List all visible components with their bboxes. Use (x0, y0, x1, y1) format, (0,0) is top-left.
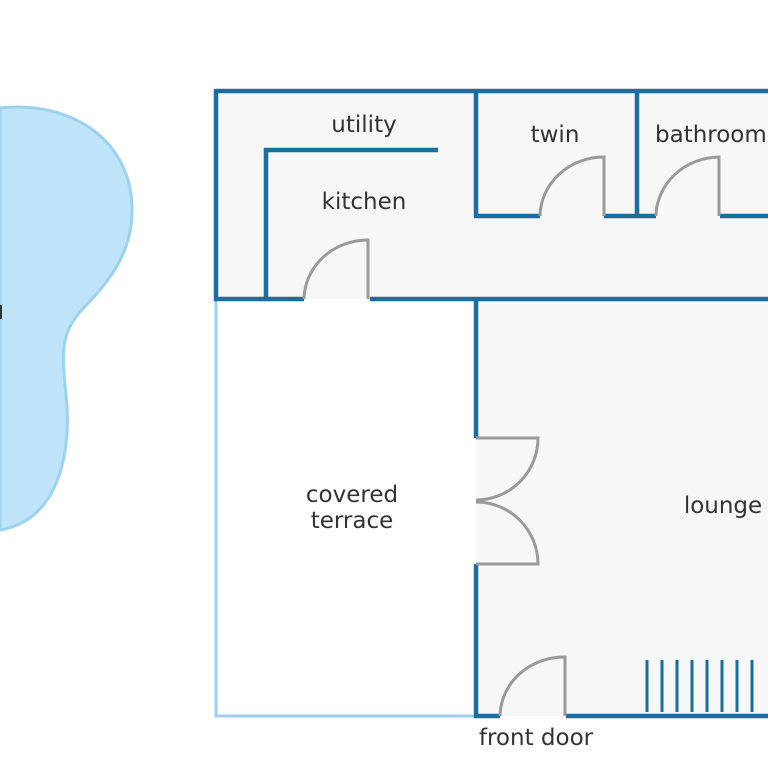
door-kitchen (302, 238, 370, 300)
room-label-lounge: lounge (684, 493, 762, 519)
label-front-door: front door (479, 725, 594, 751)
pool-shape (0, 105, 134, 532)
twin-right-wall (604, 91, 656, 219)
kitchen-left-wall (263, 147, 438, 299)
room-label-utility: utility (331, 112, 396, 138)
lounge-floor-area (476, 299, 768, 716)
room-label-terrace: terrace (311, 508, 394, 534)
door-swing-icon (654, 155, 721, 217)
covered-terrace-outline (214, 299, 476, 718)
room-label-covered: covered (306, 482, 398, 508)
upper-floor-area (216, 91, 768, 299)
door-twin (538, 155, 606, 217)
door-swing-icon (475, 500, 540, 566)
door-front (498, 655, 567, 717)
door-swing-icon (302, 238, 370, 300)
room-label-bathroom: bathroom (655, 122, 767, 148)
room-label-twin: twin (531, 122, 580, 148)
door-bathroom (654, 155, 721, 217)
stairs-icon (645, 660, 754, 712)
room-label-kitchen: kitchen (322, 189, 407, 215)
door-swing-icon (538, 155, 606, 217)
door-swing-icon (498, 655, 567, 717)
walls (213, 88, 768, 719)
door-terrace-double (475, 436, 540, 566)
pool-label-fragment (0, 305, 2, 319)
twin-left-wall (473, 91, 540, 219)
door-swing-icon (475, 436, 540, 502)
